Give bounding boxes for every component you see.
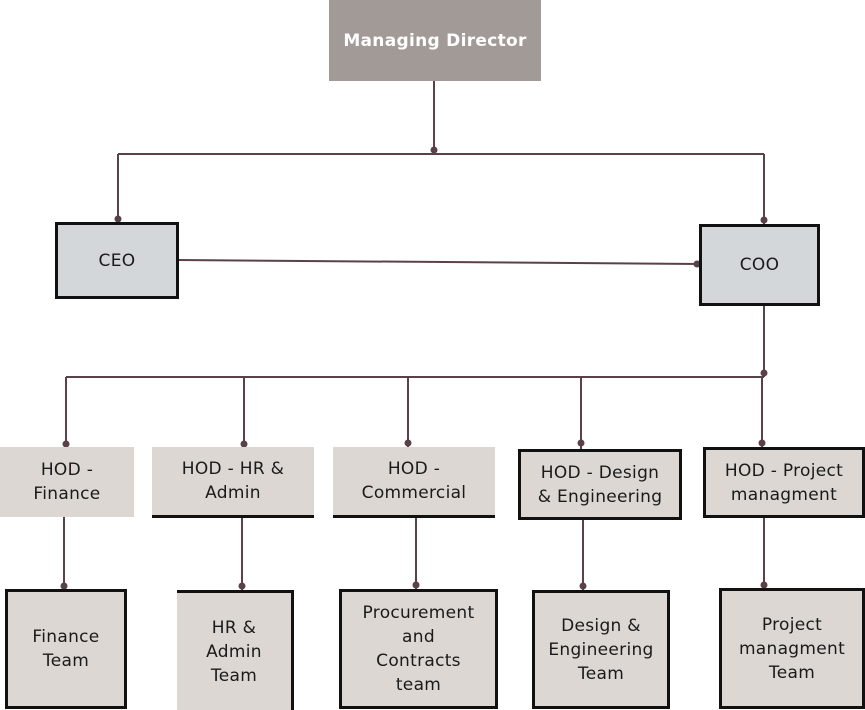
hod-project-management-label: HOD - Project managment	[724, 460, 844, 505]
hr-admin-team-label: HR & Admin Team	[206, 617, 262, 686]
hod-design-engineering-box: HOD - Design & Engineering	[518, 449, 682, 520]
hod-commercial-box: HOD - Commercial	[333, 447, 495, 518]
finance-team-box: Finance Team	[5, 589, 127, 709]
hr-admin-team-box: HR & Admin Team	[177, 590, 294, 710]
coo-box: COO	[699, 224, 820, 306]
managing-director-box: Managing Director	[329, 0, 541, 81]
hod-hr-admin-label: HOD - HR & Admin	[181, 459, 285, 503]
managing-director-label: Managing Director	[343, 30, 527, 51]
procurement-contracts-team-label: Procurement and Contracts team	[362, 603, 475, 695]
procurement-contracts-team-box: Procurement and Contracts team	[339, 589, 498, 709]
design-engineering-team-label: Design & Engineering Team	[548, 615, 654, 684]
hod-commercial-label: HOD - Commercial	[361, 459, 467, 503]
project-management-team-box: Project managment Team	[719, 588, 865, 709]
ceo-label: CEO	[98, 250, 136, 271]
hod-hr-admin-box: HOD - HR & Admin	[152, 447, 314, 518]
hod-design-engineering-label: HOD - Design & Engineering	[537, 462, 663, 507]
hod-project-management-box: HOD - Project managment	[703, 447, 865, 518]
ceo-box: CEO	[55, 222, 179, 299]
coo-label: COO	[739, 255, 780, 275]
hod-finance-label: HOD - Finance	[33, 460, 101, 504]
design-engineering-team-box: Design & Engineering Team	[532, 590, 670, 709]
finance-team-label: Finance Team	[32, 627, 100, 671]
hod-finance-box: HOD - Finance	[0, 447, 134, 517]
project-management-team-label: Project managment Team	[738, 614, 846, 683]
